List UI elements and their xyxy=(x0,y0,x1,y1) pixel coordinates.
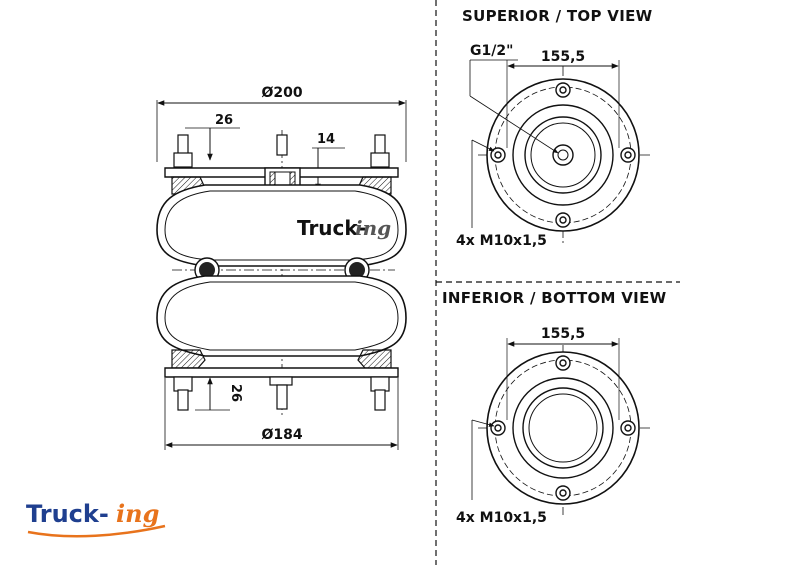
bottom-bolt-dim-label: 26 xyxy=(228,384,243,402)
svg-text:Truck-: Truck- xyxy=(26,500,109,528)
top-studs xyxy=(173,134,390,168)
svg-text:Truck-: Truck- xyxy=(297,216,366,240)
bottom-diameter-label: Ø184 xyxy=(261,427,302,443)
top-bolt-dim-label: 26 xyxy=(215,113,233,128)
top-bolts-label: 4x M10x1,5 xyxy=(456,233,547,249)
port-dim-label: 14 xyxy=(317,132,335,147)
side-view: Ø200 26 14 xyxy=(156,85,407,450)
port-thread-label: G1/2" xyxy=(470,43,513,59)
bottom-bolt-circle-label: 155,5 xyxy=(541,326,585,342)
top-diameter-label: Ø200 xyxy=(261,85,302,101)
bottom-bolts-label: 4x M10x1,5 xyxy=(456,510,547,526)
svg-text:ing: ing xyxy=(116,499,159,528)
svg-text:ing: ing xyxy=(355,216,391,240)
top-view-drawing: 155,5 G1/2" 4x M10x1,5 xyxy=(456,43,650,249)
bottom-view-title: INFERIOR / BOTTOM VIEW xyxy=(442,289,667,307)
top-view-title: SUPERIOR / TOP VIEW xyxy=(462,7,653,25)
top-bolt-circle-label: 155,5 xyxy=(541,49,585,65)
bottom-view-drawing: 155,5 4x M10x1,5 xyxy=(456,326,650,526)
brand-logo: Truck- ing xyxy=(26,499,166,538)
body-logo: Truck- ing xyxy=(297,216,391,240)
bottom-studs xyxy=(173,376,390,411)
top-bolt-holes xyxy=(490,82,636,228)
